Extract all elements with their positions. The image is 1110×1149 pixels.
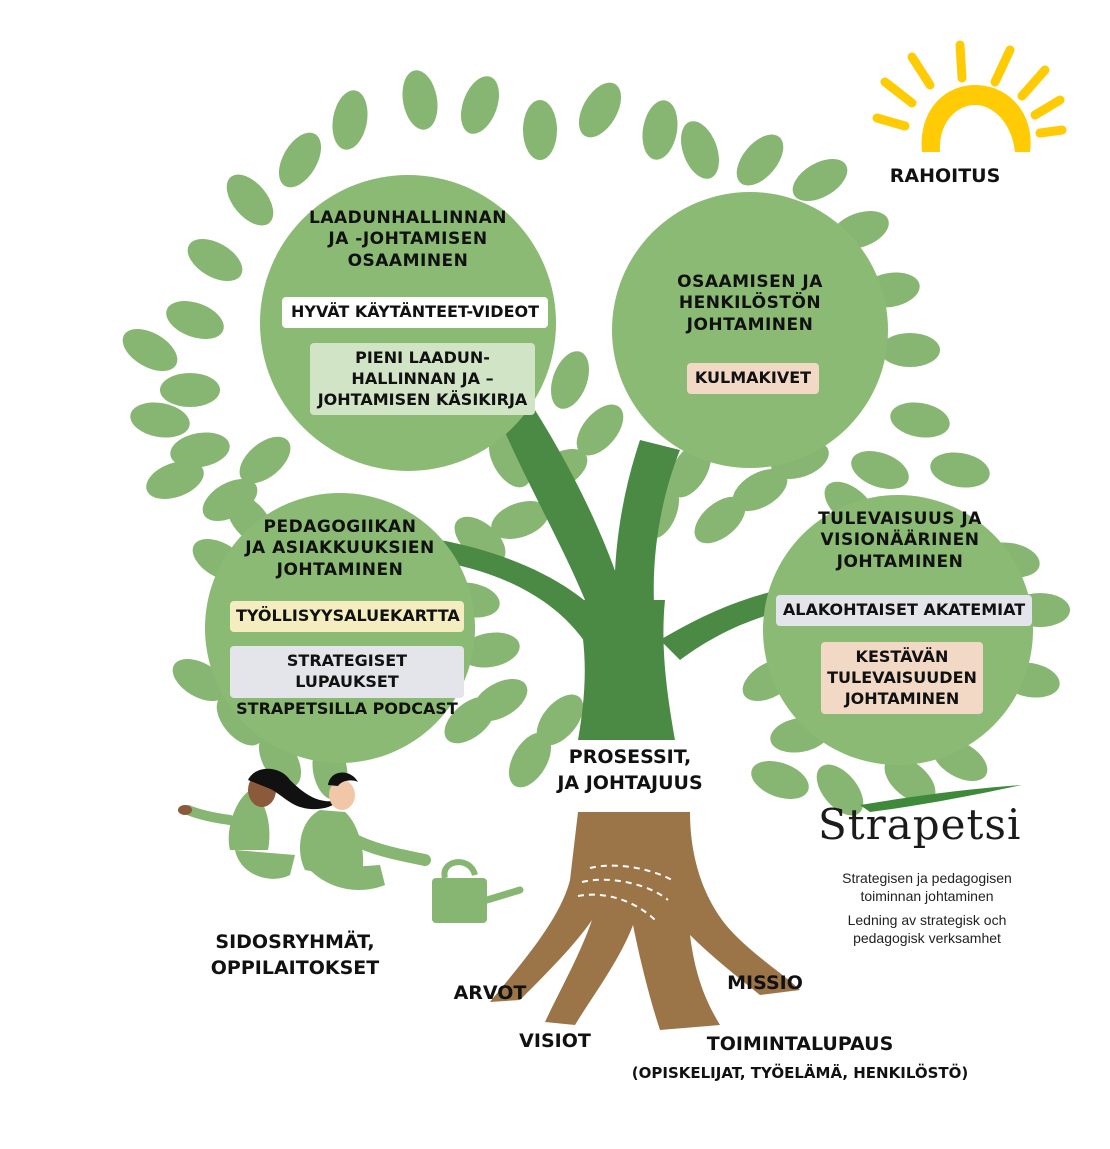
tag-strategiset-lupaukset[interactable]: STRATEGISET LUPAUKSET xyxy=(230,646,464,698)
leaf xyxy=(187,238,243,282)
leaf xyxy=(460,632,520,668)
leaf xyxy=(239,436,291,484)
leaf xyxy=(736,134,784,186)
leaf xyxy=(884,756,936,804)
leaf xyxy=(890,402,950,438)
leaf xyxy=(578,82,622,138)
circle-right-title: TULEVAISUUS JA VISIONÄÄRINEN JOHTAMINEN xyxy=(818,509,982,572)
leaf xyxy=(851,451,909,489)
leaf xyxy=(816,764,864,816)
leaf xyxy=(278,132,322,188)
root-label-missio: MISSIO xyxy=(727,972,803,994)
leaf xyxy=(536,694,584,746)
leaves xyxy=(122,70,1070,816)
leaf xyxy=(642,100,678,160)
leaf xyxy=(216,694,264,746)
leaf xyxy=(491,501,549,539)
root-label-toimintalupaus-sub: (OPISKELIJAT, TYÖELÄMÄ, HENKILÖSTÖ) xyxy=(631,1064,969,1082)
logo-subtitle-fi: Strategisen ja pedagogisen toiminnan joh… xyxy=(842,870,1012,904)
root-label-arvot: ARVOT xyxy=(453,982,527,1004)
circle-top-left-title: LAADUNHALLINNAN JA -JOHTAMISEN OSAAMINEN xyxy=(308,208,507,271)
people-label: SIDOSRYHMÄT, OPPILAITOKSET xyxy=(210,931,380,979)
branches xyxy=(430,410,812,740)
root-label-visiot: VISIOT xyxy=(519,1030,591,1052)
leaf xyxy=(160,373,220,407)
tag-kulmakivet[interactable]: KULMAKIVET xyxy=(687,363,819,394)
trunk xyxy=(490,812,800,1030)
leaf xyxy=(444,696,496,744)
leaf xyxy=(880,333,940,367)
leaf xyxy=(226,174,274,226)
leaf xyxy=(551,351,589,409)
tag-alakohtaiset-akatemiat[interactable]: ALAKOHTAISET AKATEMIAT xyxy=(776,595,1032,626)
leaf xyxy=(930,452,990,488)
leaf xyxy=(751,761,809,799)
logo-subtitle-sv: Ledning av strategisk och pedagogisk ver… xyxy=(847,912,1007,946)
circle-left-title: PEDAGOGIIKAN JA ASIAKKUUKSIEN JOHTAMINEN xyxy=(245,517,435,580)
leaf xyxy=(508,732,552,788)
leaf xyxy=(146,461,204,499)
leaf xyxy=(792,158,848,202)
root-label-toimintalupaus: TOIMINTALUPAUS xyxy=(706,1033,894,1055)
tag-kestavan-tulevaisuuden-johtaminen[interactable]: KESTÄVÄN TULEVAISUUDEN JOHTAMINEN xyxy=(821,642,983,715)
tag-laadunhallinnan-kasikirja[interactable]: PIENI LAADUN- HALLINNAN JA – JOHTAMISEN … xyxy=(310,343,535,416)
trunk-lines xyxy=(577,864,673,921)
leaf xyxy=(166,301,224,339)
leaf xyxy=(402,70,438,130)
sun-icon xyxy=(872,40,1067,152)
tag-tyollisyysaluekartta[interactable]: TYÖLLISYYSALUEKARTTA xyxy=(230,601,464,632)
label-strapetsilla-podcast[interactable]: STRAPETSILLA PODCAST xyxy=(236,699,458,718)
leaf xyxy=(170,432,230,468)
leaf xyxy=(130,402,190,438)
leaf xyxy=(576,404,624,456)
strapetsi-logo[interactable]: Strapetsi xyxy=(818,800,1022,849)
logo-swoosh xyxy=(860,785,1022,812)
leaf xyxy=(454,516,506,564)
leaf xyxy=(523,100,557,160)
people-illustration xyxy=(178,768,524,923)
tag-hyvat-kaytanteet-videot[interactable]: HYVÄT KÄYTÄNTEET-VIDEOT xyxy=(282,297,548,328)
leaf xyxy=(332,90,368,150)
leaf xyxy=(732,468,788,512)
circle-top-right-title: OSAAMISEN JA HENKILÖSTÖN JOHTAMINEN xyxy=(677,272,823,335)
trunk-label: PROSESSIT, JA JOHTAJUUS xyxy=(557,746,703,794)
leaf xyxy=(681,121,719,179)
leaf xyxy=(461,76,499,134)
leaf xyxy=(122,328,178,372)
leaf xyxy=(694,496,746,544)
sun-label: RAHOITUS xyxy=(889,165,1001,187)
circle-top-right xyxy=(612,192,888,468)
